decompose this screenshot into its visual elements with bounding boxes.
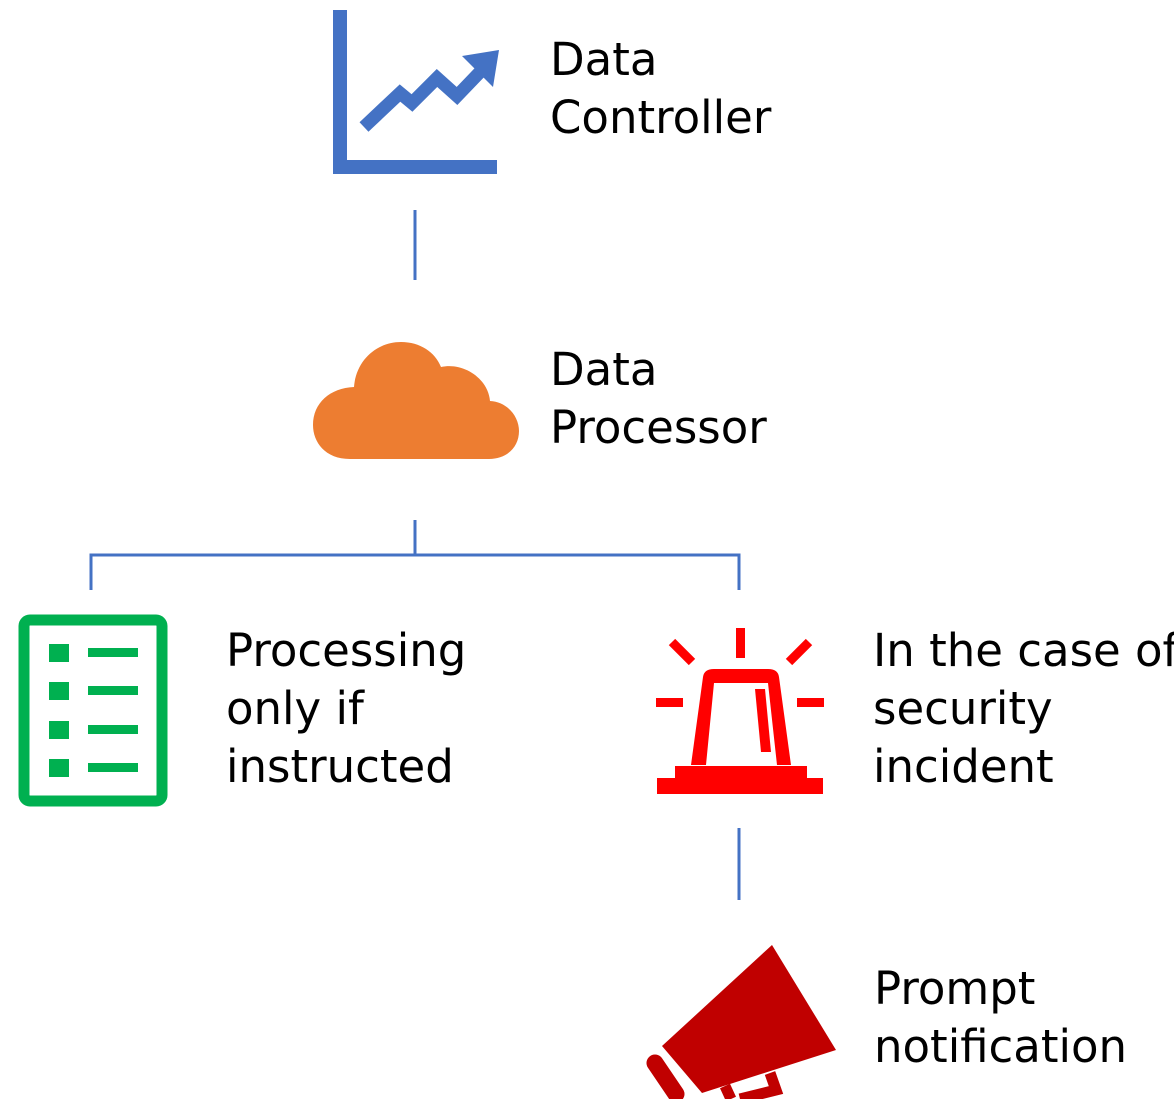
incident-label-line2: security <box>873 682 1053 735</box>
checklist-icon <box>18 614 168 807</box>
notification-label-line2: notification <box>874 1020 1128 1073</box>
siren-icon <box>656 628 824 794</box>
connectors <box>89 210 741 900</box>
controller-label: Data Controller <box>550 31 771 147</box>
incident-label-line1: In the case of <box>873 624 1174 677</box>
processing-label-line3: instructed <box>226 740 454 793</box>
incident-label: In the case of security incident <box>873 622 1174 796</box>
controller-label-line1: Data <box>550 33 658 86</box>
line-chart-icon <box>333 10 499 174</box>
processing-label-line2: only if <box>226 682 364 735</box>
processor-label-line2: Processor <box>550 401 767 454</box>
processor-label: Data Processor <box>550 341 767 457</box>
processor-label-line1: Data <box>550 343 658 396</box>
controller-label-line2: Controller <box>550 91 772 144</box>
megaphone-icon <box>646 945 836 1099</box>
notification-label-line1: Prompt <box>874 962 1036 1015</box>
connector-processor-branch <box>89 520 741 590</box>
notification-label: Prompt notification <box>874 960 1127 1076</box>
cloud-icon <box>313 342 519 459</box>
processing-label: Processing only if instructed <box>226 622 466 796</box>
incident-label-line3: incident <box>873 740 1054 793</box>
processing-label-line1: Processing <box>226 624 467 677</box>
